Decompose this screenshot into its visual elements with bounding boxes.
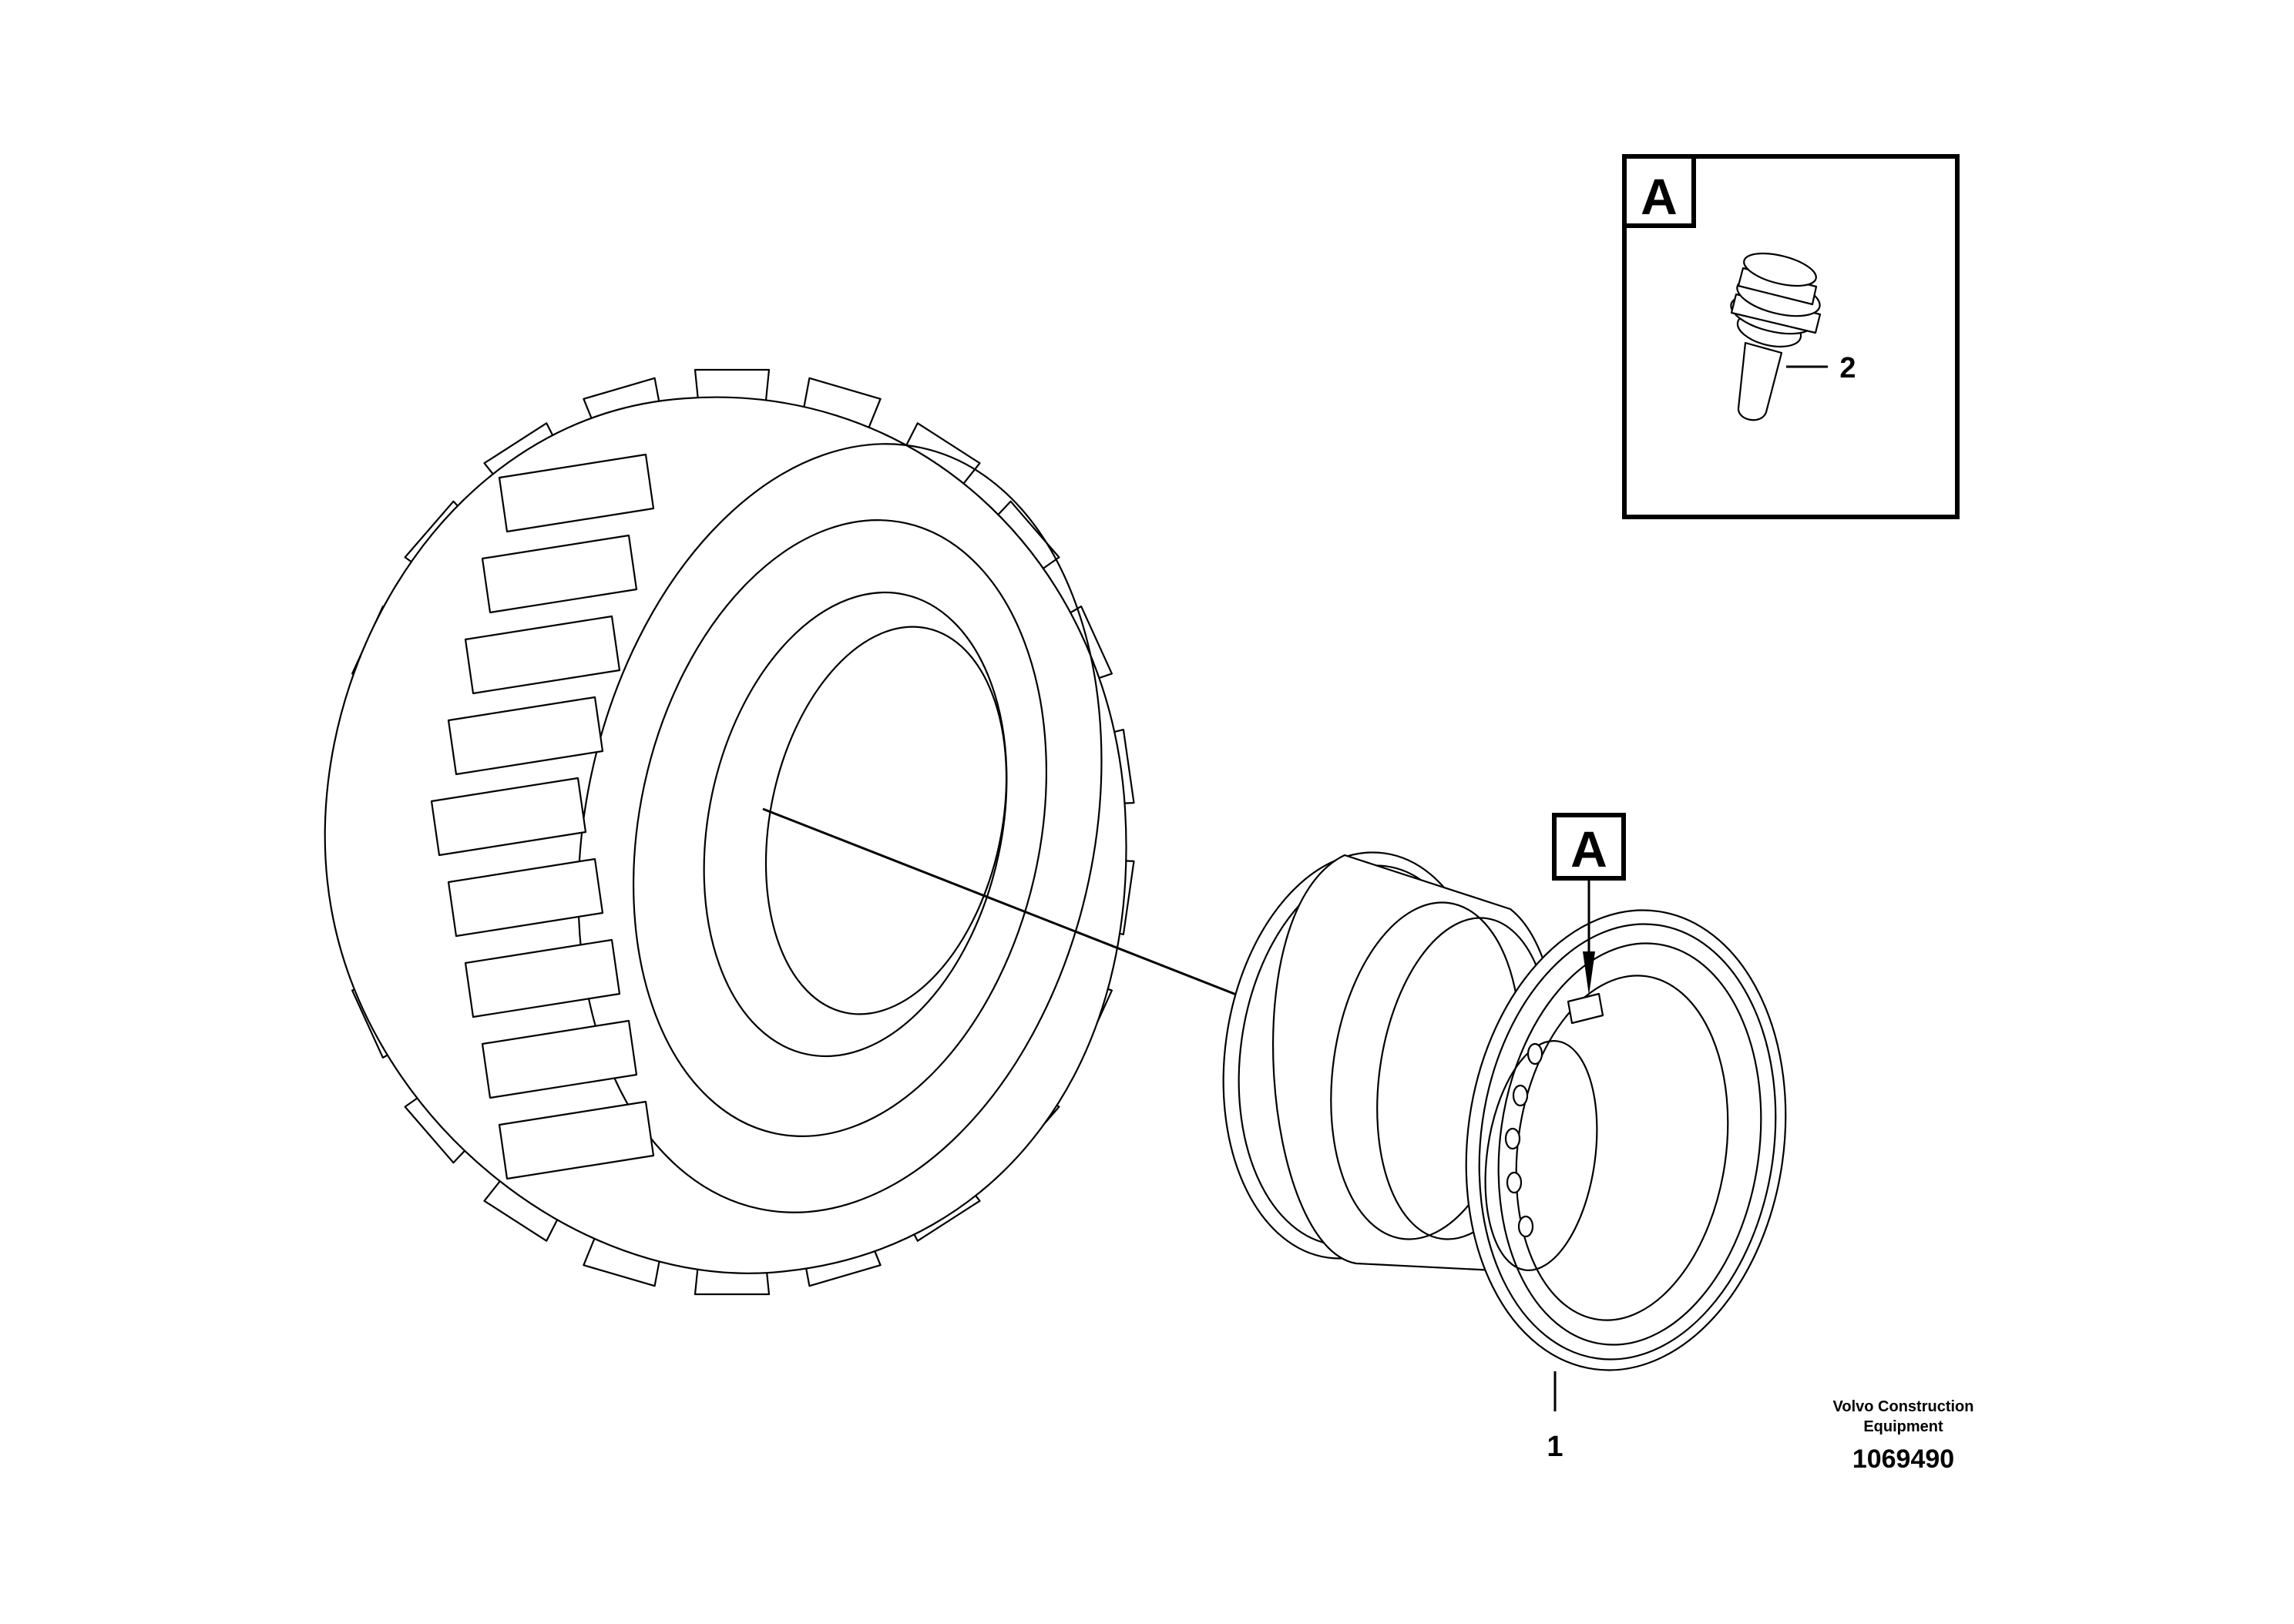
- tread-block: [481, 1019, 638, 1099]
- tread-block: [498, 453, 655, 533]
- title-block: Volvo Construction Equipment 1069490: [1833, 1398, 1974, 1474]
- tread-block: [498, 1100, 655, 1180]
- company-name-line1: Volvo Construction: [1833, 1398, 1974, 1415]
- wheel-rim-illustration: [1222, 851, 1787, 1371]
- valve-stem-icon: [1730, 252, 1822, 421]
- callout-1-label: 1: [1547, 1431, 1563, 1463]
- tread-block: [430, 777, 587, 857]
- company-name-line2: Equipment: [1863, 1418, 1943, 1435]
- tire-illustration: [324, 368, 1135, 1296]
- detail-flag-a-label: A: [1570, 820, 1607, 877]
- detail-flag-a: A: [1552, 813, 1626, 995]
- tread-block: [447, 696, 604, 776]
- drawing-number: 1069490: [1852, 1444, 1954, 1474]
- tread-block: [447, 857, 604, 938]
- tread-block: [464, 938, 621, 1018]
- tire-leader-line: [762, 807, 1265, 1007]
- tread-block: [464, 615, 621, 695]
- tread-block: [481, 534, 638, 614]
- detail-box-a: A 2: [1622, 154, 1960, 519]
- detail-box-a-label: A: [1641, 168, 1678, 225]
- callout-2-label: 2: [1839, 352, 1856, 384]
